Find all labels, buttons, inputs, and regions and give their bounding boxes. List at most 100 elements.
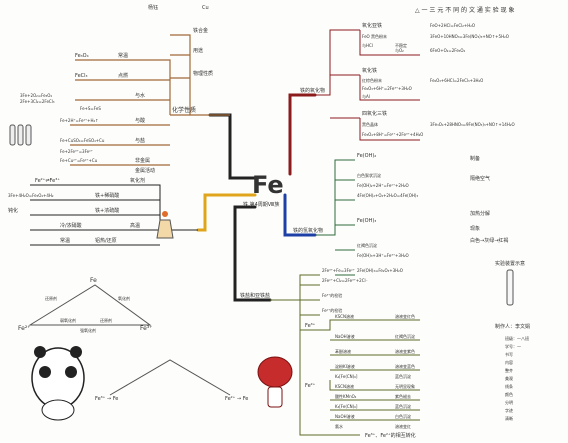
top-left-title: 化学性质 — [172, 106, 196, 114]
notes-10: 字迹 — [505, 407, 513, 413]
rt-g1-item-3: 不稳定 — [395, 42, 407, 48]
tl-label-7: 金属活动 — [135, 167, 155, 174]
notes-title: 实验装置示意 — [495, 260, 525, 267]
rm-g1-item-1: 白色絮状沉淀 — [357, 172, 381, 178]
rm-line-1 — [315, 159, 355, 236]
rt-g2-item-3: 与Al — [362, 93, 370, 99]
lm-item-6: 冷/浓硝酸 — [60, 222, 82, 229]
rt-line-6 — [359, 118, 420, 141]
br-g1-i2: NaOH溶液 — [335, 333, 355, 339]
br-g2-i2: 酸性KMnO₄ — [335, 393, 357, 399]
branch-top-left-1 — [170, 34, 230, 116]
rm-title: 铁的氢氧化物 — [293, 227, 323, 234]
notes-9: 分明 — [505, 399, 513, 405]
rm-side-4: 现象 — [470, 225, 480, 232]
tl-label-5: 与盐 — [135, 137, 145, 144]
br-g1-i5: K₄[Fe(CN)₆] — [335, 374, 358, 379]
br-g2-r5: 溶液变红 — [395, 423, 411, 429]
right-notes: 实验装置示意 制作人：李文娟 班级：一八班 学号：一 书写 内容 整齐 美观 线… — [495, 260, 530, 421]
center-symbol: Fe — [252, 171, 284, 199]
br-g2-r4: 白色沉淀 — [395, 413, 411, 419]
lm-item-3: 铁+稀硝酸 — [95, 192, 119, 199]
notes-signature: 制作人：李文娟 — [495, 323, 530, 330]
rt-g2-name: 氧化铁 — [362, 67, 377, 74]
top-left-branch — [70, 34, 230, 166]
lm-item-4: 铁+浓硫酸 — [95, 207, 119, 214]
tube-apparatus-icon — [506, 269, 514, 306]
lm-item-7: 铝热/还原 — [95, 237, 117, 244]
center-subtitle: 铁 第4周期Ⅷ族 — [243, 201, 279, 208]
top-left-item-3: 物理性质 — [193, 70, 213, 77]
br-title: 铁盐和亚铁盐 — [240, 292, 270, 299]
test-tubes-icon — [9, 124, 32, 146]
rt-g1-r1: FeO+2HCl=FeCl₂+H₂O — [430, 23, 475, 28]
right-mid-branch — [315, 159, 355, 276]
br-g1-i1: KSCN溶液 — [335, 313, 354, 319]
br-g1-r3: 溶液变紫色 — [395, 348, 415, 354]
tl-label-6: 非金属 — [135, 157, 150, 164]
br-top-r4: Fe²⁺的检验 — [322, 307, 342, 313]
br-g2-i3: K₃[Fe(CN)₆] — [335, 404, 358, 409]
tl-reaction-4: 2Fe+3Cl₂=2FeCl₃ — [20, 99, 55, 104]
br-foot: Fe³⁺、Fe²⁺的相互转化 — [365, 432, 416, 439]
lm-label-3: 氧化剂 — [130, 177, 145, 184]
lm-item-5: 钝化 — [8, 207, 18, 214]
notes-7: 线条 — [505, 383, 513, 389]
panda-mascot-icon — [31, 346, 85, 421]
center-node: Fe 铁 第4周期Ⅷ族 — [243, 171, 284, 208]
top-left-item-2: 用途 — [193, 47, 203, 54]
tl-reaction-3: 3Fe+2O₂=Fe₃O₄ — [20, 93, 52, 98]
tl-reaction-2: FeCl₃ — [75, 73, 88, 79]
rm-g1-item-2: Fe(OH)₂+2H⁺=Fe²⁺+2H₂O — [357, 183, 409, 188]
lm-item-2: 3Fe+4H₂O=Fe₃O₄+4H₂ — [8, 193, 54, 198]
rt-g1-r3: 6FeO+O₂=2Fe₃O₄ — [430, 48, 466, 53]
rt-g1-name: 氧化亚铁 — [362, 22, 382, 29]
lm-label-2: 高温 — [130, 222, 140, 229]
lm-label-1: 常温 — [60, 237, 70, 244]
lm-item-1: Fe²⁺⇌Fe³⁺ — [35, 178, 60, 184]
br-g1-name: Fe³⁺ — [305, 323, 316, 329]
rt-g3-item-1: 黑色晶体 — [362, 121, 378, 127]
notes-6: 美观 — [505, 375, 513, 381]
bottom-right-branch — [270, 274, 420, 436]
tl-label-4: 与酸 — [135, 117, 145, 124]
left-mid-text: Fe²⁺⇌Fe³⁺ 3Fe+4H₂O=Fe₃O₄+4H₂ 铁+稀硝酸 铁+浓硫酸… — [8, 177, 145, 244]
tri-note-5: 还原剂 — [100, 317, 112, 323]
top-left-item-1: 铁合金 — [193, 27, 208, 34]
br-g1-r1: 溶液变红色 — [395, 313, 415, 319]
header: 杨钰 Cu △ 一 三 元 不 同 的 文 通 实 验 现 象 — [148, 4, 515, 14]
br-g2-i1: KSCN溶液 — [335, 383, 354, 389]
notes-11: 清晰 — [505, 415, 513, 421]
tl-reaction-6: Fe+2H⁺=Fe²⁺+H₂↑ — [60, 118, 98, 123]
left-mark: Cu — [202, 5, 209, 11]
notes-2: 学号：一 — [505, 343, 521, 349]
left-mid-branch — [30, 184, 198, 246]
rt-g3-name: 四氧化三铁 — [362, 110, 387, 117]
rt-g1-item-2: 与HCl — [362, 42, 373, 48]
rt-line-4 — [359, 30, 420, 56]
small-triangle — [109, 359, 231, 396]
rm-side-1: 制备 — [470, 155, 480, 162]
br-line-5 — [299, 300, 360, 436]
rt-g2-r1: Fe₂O₃+6HCl=2FeCl₃+3H₂O — [430, 78, 483, 83]
tl-label-1: 常温 — [118, 52, 128, 59]
rm-g1-item-3: 4Fe(OH)₂+O₂+2H₂O=4Fe(OH)₃ — [357, 193, 418, 198]
right-mid-text: 铁的氢氧化物 Fe(OH)₂ 白色絮状沉淀 Fe(OH)₂+2H⁺=Fe²⁺+2… — [293, 153, 508, 273]
rm-g2-item-3: 2Fe(OH)₃=Fe₂O₃+3H₂O — [357, 268, 403, 273]
rm-g2-name: Fe(OH)₃ — [357, 218, 376, 224]
tl-label-2: 点燃 — [118, 72, 128, 79]
br-top-r3: Fe³⁺的检验 — [322, 292, 342, 298]
br-top-r1: 2Fe³⁺+Fe=3Fe²⁺ — [322, 268, 355, 273]
trunk-bottom — [233, 205, 272, 302]
left-mid-1 — [30, 184, 198, 231]
br-g2-r3: 蓝色沉淀 — [395, 403, 411, 409]
rt-g2-item-1: 红棕色粉末 — [362, 77, 382, 83]
tri-node-3: Fe³⁺ — [140, 325, 152, 332]
br-line-6 — [300, 319, 420, 331]
trunk-left-mid — [196, 193, 257, 232]
rt-g2-item-2: Fe₂O₃+6H⁺=2Fe³⁺+3H₂O — [362, 86, 412, 91]
tri-note-3: 弱氧化剂 — [60, 317, 76, 323]
rm-side-2: 隔绝空气 — [470, 175, 490, 182]
rt-line-5 — [359, 75, 420, 101]
br-g2-name: Fe²⁺ — [305, 383, 316, 389]
